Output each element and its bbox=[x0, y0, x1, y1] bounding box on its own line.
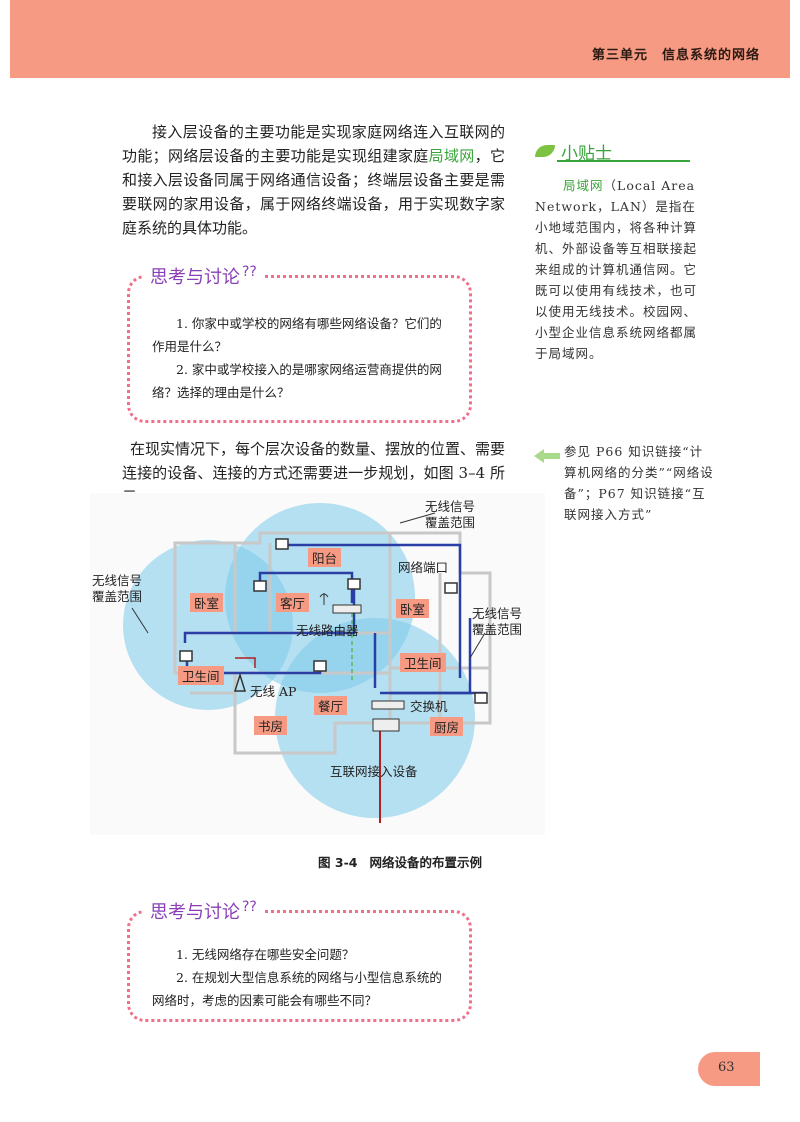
router-icon bbox=[332, 604, 362, 614]
layout-paragraph-text: 在现实情况下，每个层次设备的数量、摆放的位置、需要连接的设备、连接的方式还需要进… bbox=[122, 440, 506, 506]
router-antenna-icon bbox=[319, 593, 329, 605]
chapter-title: 第三单元 信息系统的网络 bbox=[591, 48, 760, 63]
network-port-label: 网络端口 bbox=[398, 560, 449, 575]
discussion-title-1-text: 思考与讨论 bbox=[150, 267, 240, 288]
room-study: 书房 bbox=[254, 716, 288, 735]
question-marks-icon: ?? bbox=[242, 899, 257, 915]
discussion-2-question-1: 1. 无线网络存在哪些安全问题？ bbox=[176, 947, 355, 962]
port-icon bbox=[313, 660, 327, 672]
discussion-box-1 bbox=[127, 275, 472, 423]
layout-paragraph: 在现实情况下，每个层次设备的数量、摆放的位置、需要连接的设备、连接的方式还需要进… bbox=[122, 437, 505, 509]
discussion-1-question-1: 1. 你家中或学校的网络有哪些网络设备？它们的作用是什么？ bbox=[152, 316, 442, 354]
page-number: 63 bbox=[718, 1060, 735, 1075]
port-icon bbox=[275, 538, 289, 550]
isp-device-icon bbox=[372, 718, 400, 732]
wifi-coverage-label-right-line2: 覆盖范围 bbox=[472, 622, 523, 637]
room-bedroom-right: 卧室 bbox=[396, 599, 430, 618]
intro-highlight: 局域网 bbox=[428, 147, 475, 165]
ap-label: 无线 AP bbox=[250, 684, 297, 699]
tip-text: （Local Area Network，LAN）是指在小地域范围内，将各种计算机… bbox=[535, 178, 698, 361]
port-icon bbox=[444, 582, 458, 594]
callout-line-left bbox=[131, 607, 149, 634]
arrow-left-icon bbox=[534, 449, 560, 463]
question-marks-icon: ?? bbox=[242, 264, 257, 280]
port-icon bbox=[474, 692, 488, 704]
room-kitchen: 厨房 bbox=[430, 717, 464, 736]
tip-underline bbox=[557, 160, 690, 162]
discussion-box-2 bbox=[127, 910, 472, 1022]
intro-text-before: 接入层设备的主要功能是实现家庭网络连入互联网的功能；网络层设备的主要功能是实现组… bbox=[122, 123, 505, 165]
wifi-coverage-label-top-line1: 无线信号 bbox=[425, 499, 476, 514]
figure-number: 图 3-4 bbox=[318, 855, 358, 870]
room-bath-left: 卫生间 bbox=[178, 666, 224, 685]
port-icon bbox=[347, 578, 361, 590]
room-balcony: 阳台 bbox=[308, 548, 342, 567]
wifi-coverage-label-left: 无线信号 覆盖范围 bbox=[92, 573, 142, 605]
router-label: 无线路由器 bbox=[296, 623, 359, 638]
wifi-coverage-label-right-line1: 无线信号 bbox=[472, 606, 523, 621]
room-living: 客厅 bbox=[276, 593, 310, 612]
isp-device-label: 互联网接入设备 bbox=[330, 764, 418, 779]
wifi-coverage-label-right: 无线信号 覆盖范围 bbox=[472, 606, 522, 638]
discussion-title-2-text: 思考与讨论 bbox=[150, 902, 240, 923]
figure-caption-text: 网络设备的布置示例 bbox=[369, 855, 482, 870]
tip-header: 小贴士 bbox=[535, 144, 690, 164]
chapter-header: 第三单元 信息系统的网络 bbox=[10, 0, 790, 78]
callout-line-top bbox=[399, 512, 436, 524]
room-bath-right: 卫生间 bbox=[400, 653, 446, 672]
figure-caption: 图 3-4 网络设备的布置示例 bbox=[0, 852, 800, 871]
room-dining: 餐厅 bbox=[314, 696, 348, 715]
leaf-icon bbox=[535, 145, 555, 157]
room-bedroom-left: 卧室 bbox=[190, 593, 224, 612]
tip-term: 局域网 bbox=[563, 178, 604, 193]
tip-body: 局域网（Local Area Network，LAN）是指在小地域范围内，将各种… bbox=[535, 175, 707, 364]
wifi-coverage-label-top-line2: 覆盖范围 bbox=[425, 515, 476, 530]
wall-ports bbox=[179, 538, 488, 704]
intro-paragraph: 接入层设备的主要功能是实现家庭网络连入互联网的功能；网络层设备的主要功能是实现组… bbox=[122, 120, 505, 240]
discussion-title-1: 思考与讨论?? bbox=[144, 263, 263, 289]
wifi-coverage-label-left-line1: 无线信号 bbox=[92, 573, 143, 588]
network-layout-figure: 阳台 卧室 客厅 卧室 卫生间 卫生间 餐厅 书房 厨房 无线信号 覆盖范围 无… bbox=[90, 493, 545, 835]
page-number-tab bbox=[698, 1052, 760, 1086]
callout-line-right bbox=[469, 632, 486, 659]
port-icon bbox=[253, 580, 267, 592]
wifi-coverage-label-top: 无线信号 覆盖范围 bbox=[425, 499, 475, 531]
ap-icon bbox=[233, 672, 247, 692]
switch-label: 交换机 bbox=[410, 699, 448, 714]
discussion-title-2: 思考与讨论?? bbox=[144, 898, 263, 924]
discussion-1-question-2: 2. 家中或学校接入的是哪家网络运营商提供的网络？选择的理由是什么？ bbox=[152, 362, 442, 400]
port-icon bbox=[179, 650, 193, 662]
floor-plan-drawing bbox=[123, 503, 492, 823]
intro-text-after: ，它和接入层设备同属于网络通信设备；终端层设备主要是需要联网的家用设备，属于网络… bbox=[122, 147, 505, 237]
tip-title: 小贴士 bbox=[561, 144, 612, 164]
reference-note: 参见 P66 知识链接“计算机网络的分类”“网络设备”；P67 知识链接“互联网… bbox=[564, 444, 714, 522]
ap-cable bbox=[235, 657, 256, 668]
discussion-2-question-2: 2. 在规划大型信息系统的网络与小型信息系统的网络时，考虑的因素可能会有哪些不同… bbox=[152, 970, 442, 1008]
wifi-coverage-label-left-line2: 覆盖范围 bbox=[92, 589, 143, 604]
switch-icon bbox=[371, 700, 405, 710]
